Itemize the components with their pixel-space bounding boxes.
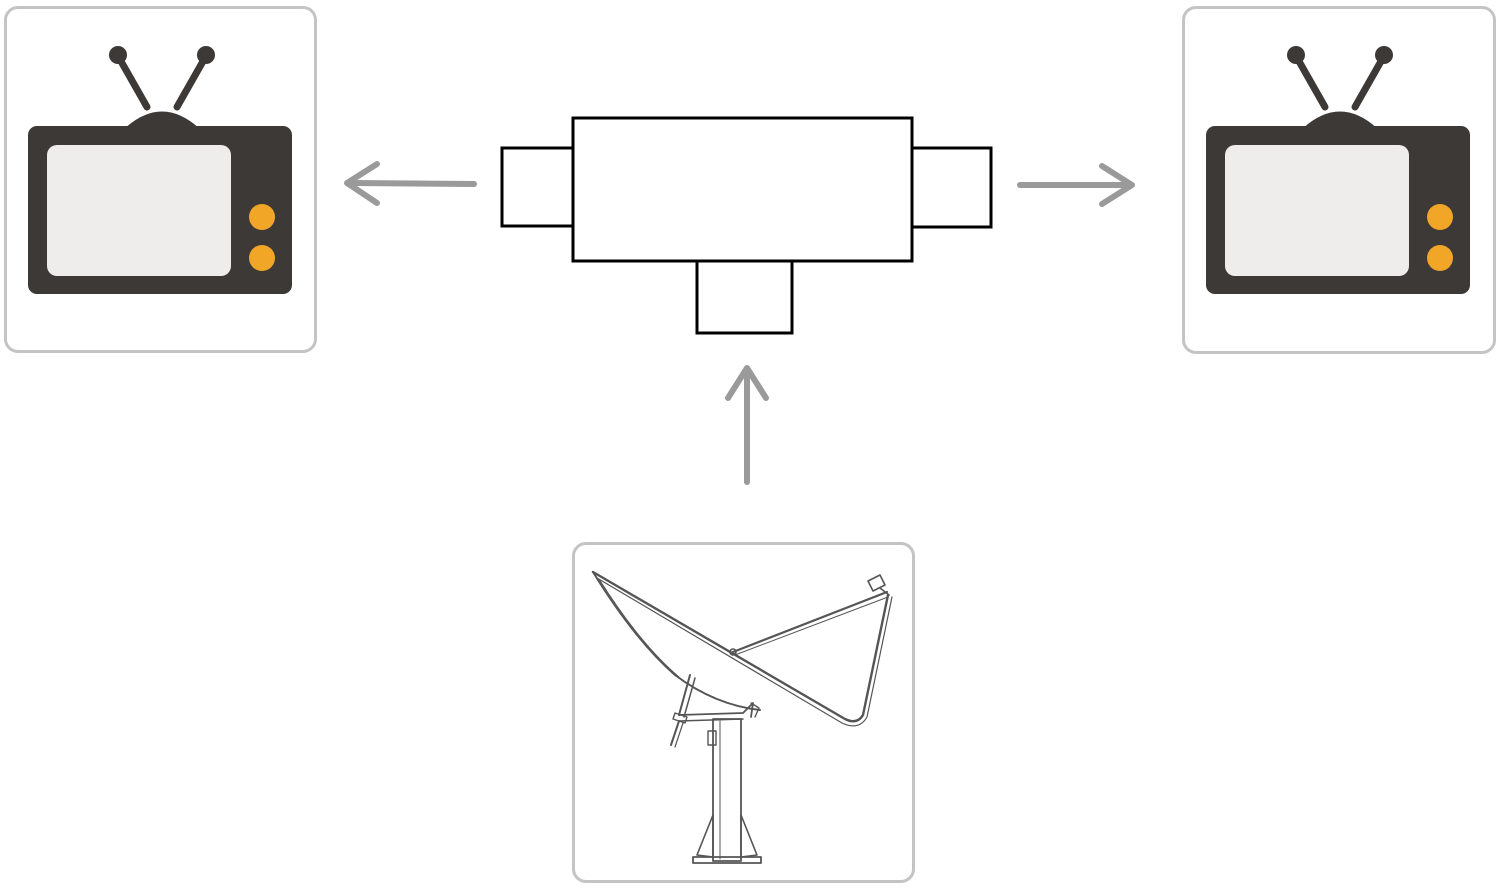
arrow-from-dish (725, 365, 769, 485)
splitter-right-port (910, 146, 993, 229)
tv-card-right (1182, 6, 1496, 354)
television-icon (28, 46, 292, 294)
dish-card (572, 542, 915, 883)
splitter-body (571, 116, 914, 263)
arrow-to-left-tv (344, 161, 477, 206)
tv-card-left (4, 6, 317, 353)
splitter-left-port (500, 146, 575, 228)
splitter-bottom-port (695, 258, 794, 335)
arrow-to-right-tv (1017, 163, 1135, 207)
satellite-dish-icon (591, 570, 893, 864)
splitter (500, 116, 993, 335)
television-icon (1206, 46, 1470, 294)
